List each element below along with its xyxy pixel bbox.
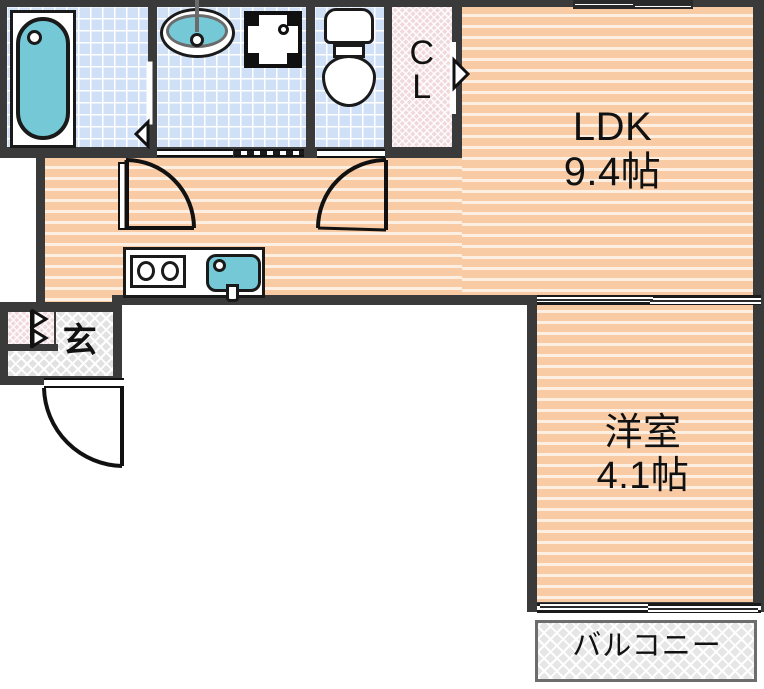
ldk-label: LDK 9.4帖	[505, 105, 720, 195]
closet-folding-door-icon[interactable]	[448, 38, 472, 118]
bathtub-drain-icon	[27, 30, 42, 45]
ldk-floor-main	[461, 6, 753, 302]
ldk-window-sash-right[interactable]	[633, 4, 693, 9]
bathtub-icon	[16, 17, 70, 140]
stove-burner-icon	[137, 261, 155, 281]
balcony-label-line1: バルコニー	[572, 630, 722, 662]
bath-door-icon[interactable]	[131, 60, 153, 150]
ldk-label-line2: 9.4帖	[563, 149, 662, 194]
wall-entrance-north	[0, 302, 44, 311]
bedroom-partition-sash-right[interactable]	[650, 300, 761, 304]
washroom-door-arc-icon	[124, 158, 196, 230]
wall-ldk-south	[112, 295, 536, 305]
bedroom-label-line2: 4.1帖	[596, 454, 690, 497]
balcony-label: バルコニー	[541, 630, 753, 662]
closet-label-line1: C	[409, 34, 435, 72]
wall-washroom-toilet	[306, 0, 315, 152]
ldk-window-sash-left[interactable]	[573, 2, 635, 7]
wall-exterior-west-top	[0, 0, 7, 158]
balcony-floor	[535, 620, 757, 682]
washroom-door-leaf[interactable]	[118, 162, 129, 230]
sink-faucet-icon	[226, 284, 239, 302]
washing-machine-corner-icon	[248, 53, 259, 64]
entrance-label-line1: 玄	[62, 322, 98, 360]
toilet-tank-icon	[324, 8, 374, 44]
washroom-threshold	[157, 149, 233, 157]
washbasin-faucet-icon	[195, 0, 199, 32]
wall-exterior-north	[0, 0, 764, 7]
washroom-sliding-door[interactable]	[234, 149, 304, 157]
balcony-door-sash-right[interactable]	[648, 608, 758, 612]
entrance-door-leaf[interactable]	[44, 378, 124, 388]
bedroom-label-line1: 洋室	[604, 412, 682, 454]
bedroom-floor	[535, 302, 753, 608]
washing-machine-drain-icon	[278, 24, 289, 35]
wall-toilet-closet	[384, 0, 392, 152]
toilet-door-arc-icon	[316, 158, 388, 232]
washbasin-drain-icon	[190, 33, 204, 47]
wall-bedroom-west	[527, 295, 537, 610]
ldk-floor-hall	[44, 158, 462, 302]
closet-label-line2: L	[412, 68, 432, 106]
wall-entrance-west	[0, 302, 8, 384]
wall-ldk-south-left	[36, 302, 116, 312]
washing-machine-corner-icon	[248, 15, 259, 26]
shoe-closet-folding-door-icon[interactable]	[28, 308, 50, 350]
toilet-icon	[322, 55, 376, 107]
bedroom-label: 洋室 4.1帖	[538, 412, 748, 497]
closet-floor	[391, 6, 456, 152]
washing-machine-corner-icon	[287, 53, 298, 64]
stove-burner-icon	[161, 261, 179, 281]
balcony-door-sash-left[interactable]	[540, 604, 648, 608]
closet-label: C L	[396, 36, 448, 104]
sink-drain-icon	[213, 259, 226, 272]
ldk-label-line1: LDK	[572, 105, 653, 149]
wall-hall-west	[36, 152, 45, 312]
wall-exterior-east	[753, 0, 764, 612]
toilet-door-leaf[interactable]	[317, 149, 385, 158]
entrance-label: 玄	[56, 322, 104, 360]
entrance-door-arc-icon	[42, 387, 124, 468]
bedroom-partition-sash-left[interactable]	[537, 297, 653, 301]
washing-machine-corner-icon	[287, 15, 298, 26]
wall-entrance-east	[113, 302, 122, 385]
